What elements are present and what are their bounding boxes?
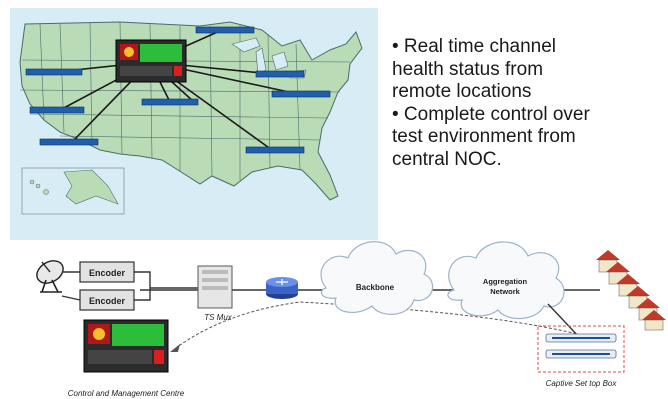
ts-mux-label: TS Mux <box>204 313 233 322</box>
set-top-box: Captive Set top Box <box>537 325 625 388</box>
location-bar <box>39 138 99 146</box>
houses-group <box>596 250 666 331</box>
backbone-label: Backbone <box>356 283 395 292</box>
encoder-1-box: Encoder <box>79 261 135 283</box>
bullet-list: • Real time channel health status from r… <box>392 36 662 171</box>
encoder-1-label: Encoder <box>89 268 126 278</box>
ts-mux-device: TS Mux <box>197 265 233 322</box>
alaska-hawaii-inset <box>21 167 125 215</box>
location-bar <box>195 26 255 34</box>
map-hub-monitor <box>115 39 187 83</box>
location-bar <box>271 90 331 98</box>
bullet-control-line-2: test environment from <box>392 126 576 147</box>
aggregation-cloud: Aggregation Network <box>447 241 565 320</box>
router-icon <box>266 277 298 299</box>
satellite-dish-icon <box>36 260 64 293</box>
us-map-panel <box>10 8 378 240</box>
control-centre-label: Control and Management Centre <box>68 389 185 398</box>
bullet-health-line-1: • Real time channel <box>392 36 557 57</box>
bullet-health-line-2: health status from <box>392 58 544 80</box>
location-bars <box>25 26 331 154</box>
location-bar <box>245 146 305 154</box>
location-bar <box>255 70 305 78</box>
control-arrowhead <box>170 344 180 352</box>
encoder-2-label: Encoder <box>89 296 126 306</box>
aggregation-label-line2: Network <box>490 287 520 296</box>
stb-link <box>547 303 581 339</box>
encoder-links <box>61 271 198 301</box>
location-bar <box>25 68 83 76</box>
location-bar <box>29 106 85 114</box>
location-bar <box>141 98 199 106</box>
alaska <box>63 169 119 205</box>
backbone-cloud: Backbone <box>320 241 434 315</box>
state-borders <box>19 21 351 180</box>
bullet-control-line-1: • Complete control over <box>392 103 590 125</box>
set-top-box-label: Captive Set top Box <box>546 379 618 388</box>
control-centre-monitor: Control and Management Centre <box>68 319 185 398</box>
bullet-control-line-3: central NOC. <box>392 148 502 170</box>
encoder-2-box: Encoder <box>79 289 135 311</box>
bullet-health-line-3: remote locations <box>392 81 532 102</box>
great-lakes <box>231 37 307 79</box>
network-diagram: Encoder Encoder TS Mux Backbone <box>36 241 666 398</box>
hawaii <box>29 179 49 195</box>
aggregation-label-line1: Aggregation <box>483 277 528 286</box>
house-icon <box>642 310 666 331</box>
